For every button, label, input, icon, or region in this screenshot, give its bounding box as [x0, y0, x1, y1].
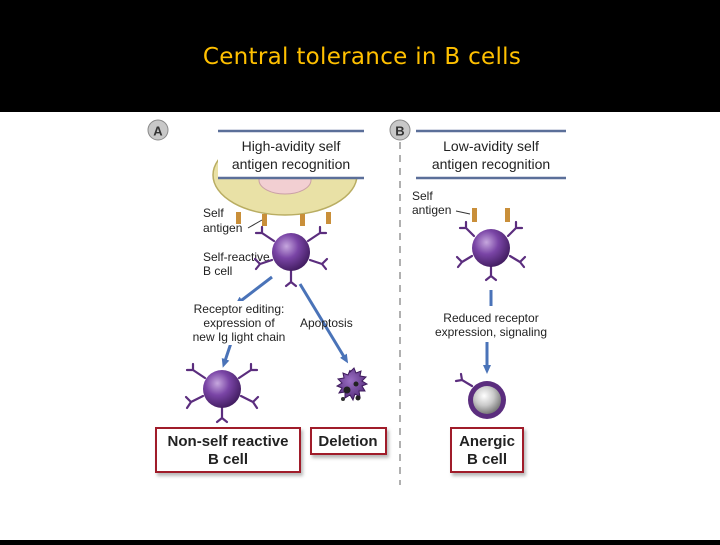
non-self-reactive-box: Non-self reactive B cell — [155, 427, 301, 473]
panel-b: B Low-avidity self antigen recognition S… — [389, 119, 566, 473]
title-bar — [0, 0, 720, 112]
apoptotic-cell — [335, 367, 369, 402]
deletion-label: Deletion — [318, 433, 377, 450]
non-self-reactive-label-1: Non-self reactive — [168, 433, 289, 450]
panel-a-header-line2: antigen recognition — [232, 156, 350, 172]
editing-arrow — [234, 275, 273, 306]
anergic-label-2: B cell — [467, 451, 507, 468]
diagram-panel: A High-avidity self antigen recognition … — [0, 112, 720, 540]
apoptosis-label: Apoptosis — [300, 316, 353, 330]
receptor-editing-label-2: expression of — [203, 316, 275, 330]
non-self-reactive-label-2: B cell — [208, 451, 248, 468]
self-antigen-icon — [236, 212, 331, 226]
panel-b-header: Low-avidity self antigen recognition — [416, 129, 566, 180]
panel-a: A High-avidity self antigen recognition … — [147, 119, 387, 473]
slide-title: Central tolerance in B cells — [202, 44, 522, 70]
self-reactive-label-1: Self-reactive — [203, 250, 270, 264]
panel-a-badge — [147, 119, 169, 141]
panel-a-header-line1: High-avidity self — [242, 138, 341, 154]
tolerance-diagram: A High-avidity self antigen recognition … — [147, 119, 566, 485]
panel-b-self-antigen-label-1: Self — [412, 189, 433, 203]
panel-b-self-antigen-icon — [472, 208, 510, 222]
self-antigen-label-2: antigen — [203, 221, 242, 235]
reduced-label-2: expression, signaling — [435, 325, 547, 339]
self-reactive-b-cell — [253, 225, 329, 288]
panel-b-badge — [389, 119, 411, 141]
self-antigen-label-1: Self — [203, 206, 224, 220]
apoptosis-arrow — [298, 283, 349, 364]
anergic-label-1: Anergic — [459, 433, 515, 450]
receptor-editing-label-1: Receptor editing: — [194, 302, 285, 316]
reduced-label-1: Reduced receptor — [443, 311, 538, 325]
panel-b-header-line2: antigen recognition — [432, 156, 550, 172]
edited-b-cell — [184, 362, 260, 424]
panel-b-self-antigen-label-2: antigen — [412, 203, 451, 217]
self-reactive-label-2: B cell — [203, 264, 232, 278]
anergic-box: Anergic B cell — [450, 427, 524, 473]
receptor-editing-label-3: new Ig light chain — [193, 330, 286, 344]
panel-a-letter: A — [153, 124, 163, 139]
anergic-b-cell — [454, 372, 506, 419]
panel-b-b-cell — [455, 220, 527, 282]
panel-b-header-line1: Low-avidity self — [443, 138, 539, 154]
deletion-box: Deletion — [310, 427, 387, 455]
panel-a-header: High-avidity self antigen recognition — [218, 129, 364, 180]
panel-b-letter: B — [395, 124, 404, 139]
